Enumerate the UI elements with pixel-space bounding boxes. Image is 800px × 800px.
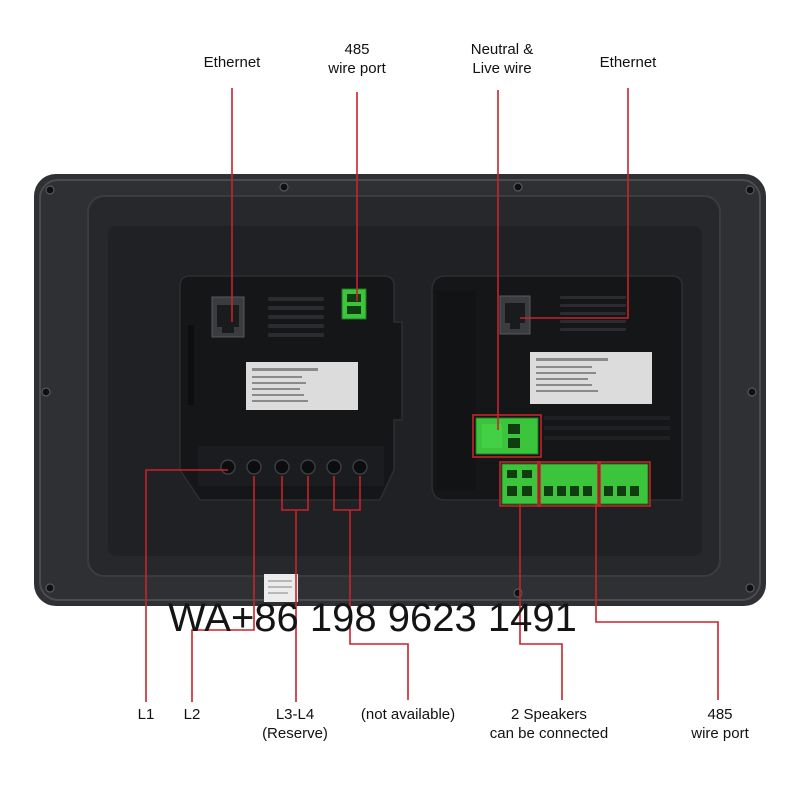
label-speakers: 2 Speakers can be connected <box>468 705 630 743</box>
screw <box>746 584 754 592</box>
screw <box>46 186 54 194</box>
label-l2: L2 <box>162 705 222 724</box>
screw <box>748 388 756 396</box>
terminal-screw <box>353 460 367 474</box>
label-485-wire-port-bottom: 485 wire port <box>672 705 768 743</box>
screw <box>46 584 54 592</box>
screw <box>42 388 50 396</box>
terminal-screw <box>247 460 261 474</box>
terminal-screw <box>327 460 341 474</box>
screw <box>280 183 288 191</box>
terminal-screw <box>301 460 315 474</box>
terminal-screw <box>275 460 289 474</box>
label-485-wire-port-top: 485 wire port <box>307 40 407 78</box>
screw <box>514 183 522 191</box>
terminal-485-right <box>600 464 648 504</box>
terminal-screw <box>221 460 235 474</box>
label-not-available: (not available) <box>338 705 478 724</box>
terminal-485-left <box>342 289 366 319</box>
label-neutral-live: Neutral & Live wire <box>447 40 557 78</box>
label-l3-l4: L3-L4 (Reserve) <box>240 705 350 743</box>
screw <box>746 186 754 194</box>
terminal-strip-middle <box>540 464 598 504</box>
label-ethernet-right: Ethernet <box>578 53 678 72</box>
left-control-module <box>180 276 402 500</box>
right-control-module <box>432 276 682 504</box>
label-ethernet-left: Ethernet <box>182 53 282 72</box>
watermark-text: WA+86 198 9623 1491 <box>168 596 577 641</box>
